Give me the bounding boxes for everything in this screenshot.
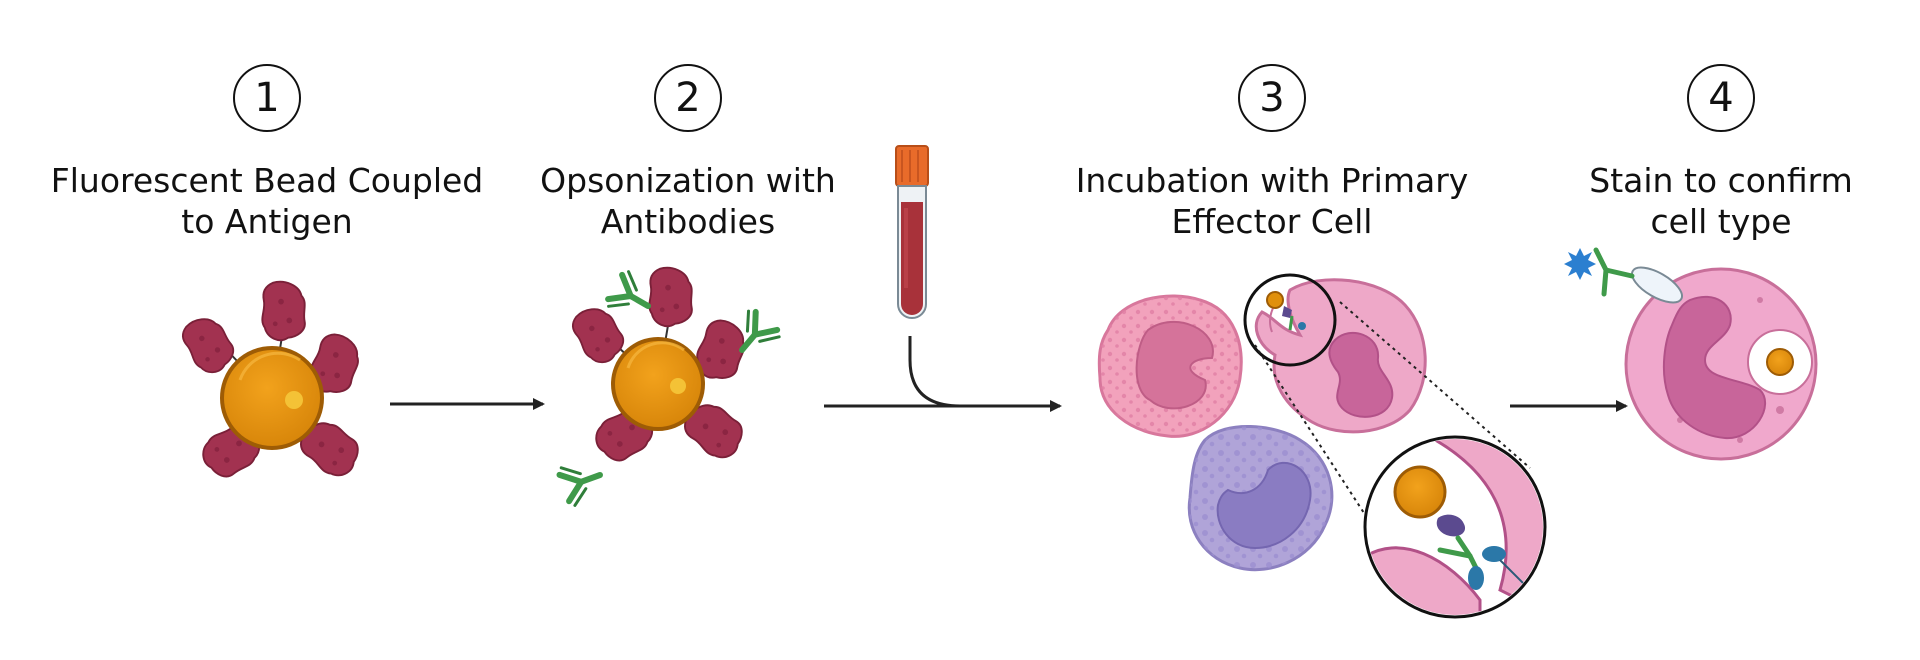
bead-with-antigens	[177, 277, 371, 487]
step-2-number: 2	[654, 64, 722, 132]
step-2-title: Opsonization with Antibodies	[540, 161, 836, 241]
effector-cells	[1097, 273, 1547, 619]
zoom-circle-small	[1243, 273, 1337, 367]
fluorophore-icon	[1564, 248, 1596, 280]
zoom-circle-large	[1363, 435, 1547, 619]
neutrophil-icon	[1624, 267, 1818, 461]
step-4-title: Stain to confirm cell type	[1589, 161, 1853, 241]
stained-cell	[1564, 247, 1818, 461]
bead-icon	[220, 346, 324, 450]
step-3-title: Incubation with Primary Effector Cell	[1075, 161, 1469, 241]
monocyte-icon	[1187, 424, 1334, 572]
step-3-number: 3	[1238, 64, 1306, 132]
step-4-number: 4	[1687, 64, 1755, 132]
neutrophil-icon	[1254, 278, 1427, 434]
blood-input-line	[908, 336, 961, 408]
step-1-title: Fluorescent Bead Coupled to Antigen	[50, 161, 484, 241]
blood-tube-icon	[895, 145, 929, 319]
bead-icon	[611, 337, 705, 431]
opsonized-bead	[557, 263, 781, 507]
step-1-number: 1	[233, 64, 301, 132]
antibody-icon	[557, 456, 606, 507]
eosinophil-icon	[1097, 294, 1243, 438]
